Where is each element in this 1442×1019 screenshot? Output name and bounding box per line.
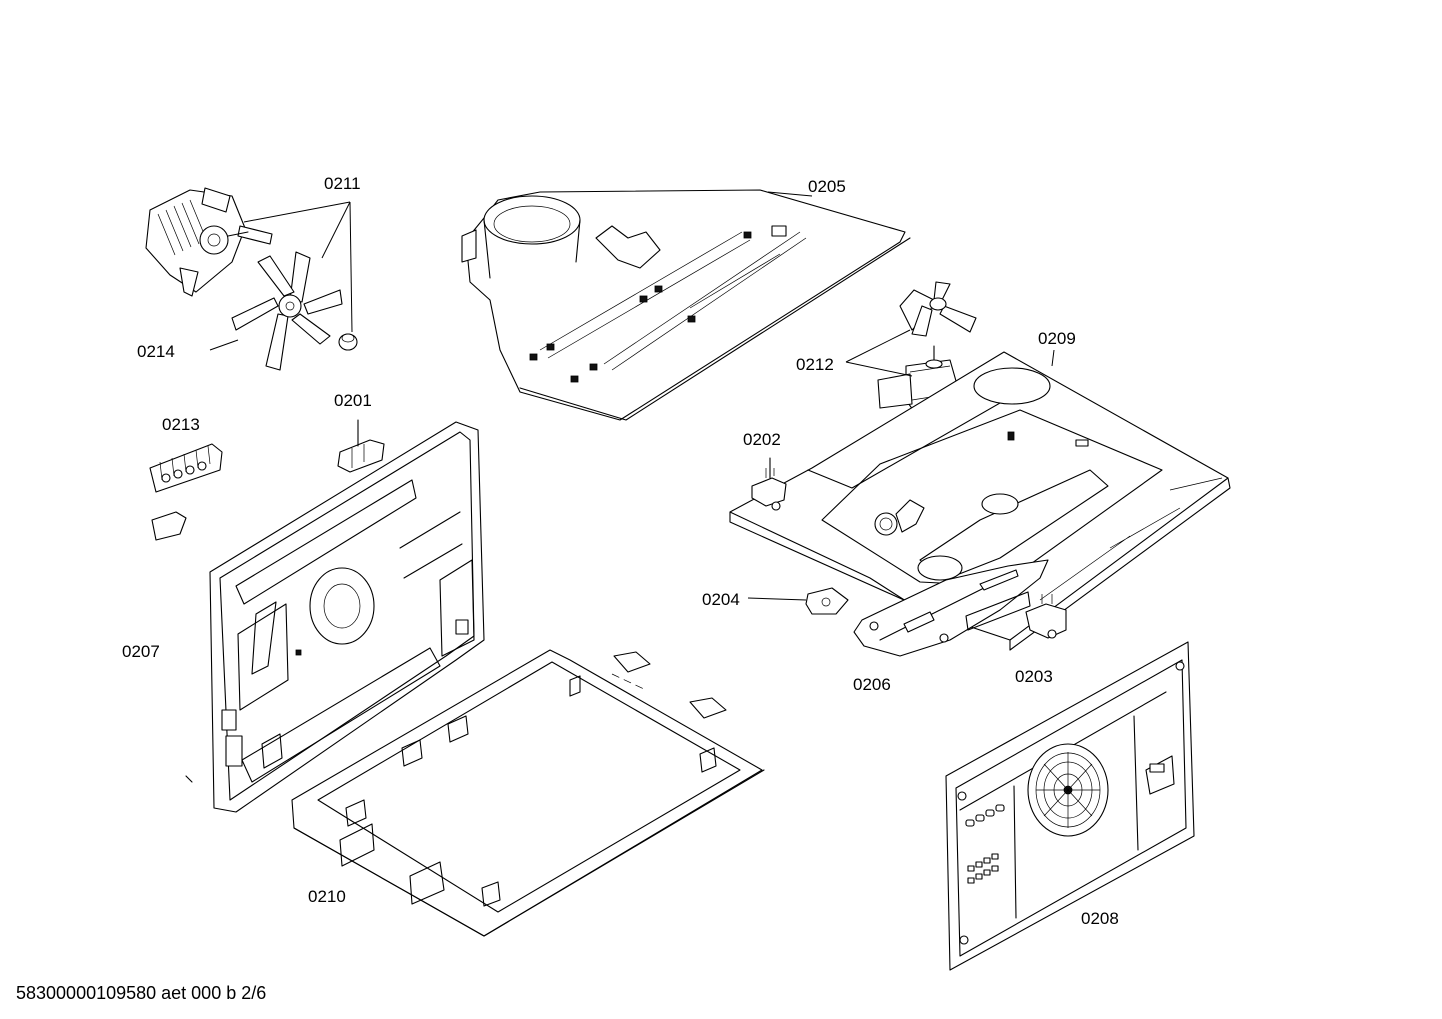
leader-0205	[767, 191, 813, 197]
part-0203-thermostat	[1025, 594, 1067, 639]
label-0212: 0212	[796, 355, 834, 374]
part-0211-fan-motor	[145, 187, 273, 297]
leader-0204	[747, 597, 807, 601]
label-0214: 0214	[137, 342, 175, 361]
part-0213-terminal-block	[149, 443, 223, 541]
part-0202-thermostat	[751, 457, 787, 511]
leader-lines-0212	[845, 329, 913, 377]
part-0205-air-duct	[461, 189, 911, 421]
part-0204-clip	[805, 587, 849, 615]
label-0205: 0205	[808, 177, 846, 196]
part-0201-connector	[337, 419, 385, 473]
part-0207-back-panel	[185, 421, 485, 813]
label-0202: 0202	[743, 430, 781, 449]
label-0211: 0211	[324, 174, 361, 193]
panel-dots-top	[965, 804, 1005, 827]
label-0213: 0213	[162, 415, 200, 434]
label-0207: 0207	[122, 642, 160, 661]
label-0209: 0209	[1038, 329, 1076, 348]
part-0210-bottom-tray	[291, 649, 765, 937]
panel-dots-bottom	[967, 853, 999, 884]
footer-doc-id: 58300000109580 aet 000 b 2/6	[16, 983, 266, 1003]
part-0214-fan-blade	[231, 251, 343, 371]
leader-lines-0211	[209, 201, 353, 351]
label-0208: 0208	[1081, 909, 1119, 928]
label-0201: 0201	[334, 391, 372, 410]
label-0206: 0206	[853, 675, 891, 694]
part-0206-bracket	[853, 559, 1049, 657]
label-0204: 0204	[702, 590, 740, 609]
part-0208-fan-cover-panel	[945, 641, 1195, 971]
part-labels: 0211 0205 0214 0209 0212 0201 0213 0202 …	[16, 174, 1119, 1003]
label-0203: 0203	[1015, 667, 1053, 686]
label-0210: 0210	[308, 887, 346, 906]
leader-0209	[1051, 349, 1055, 367]
part-0211-nut	[338, 333, 358, 351]
part-0209-base-plate	[729, 351, 1231, 651]
